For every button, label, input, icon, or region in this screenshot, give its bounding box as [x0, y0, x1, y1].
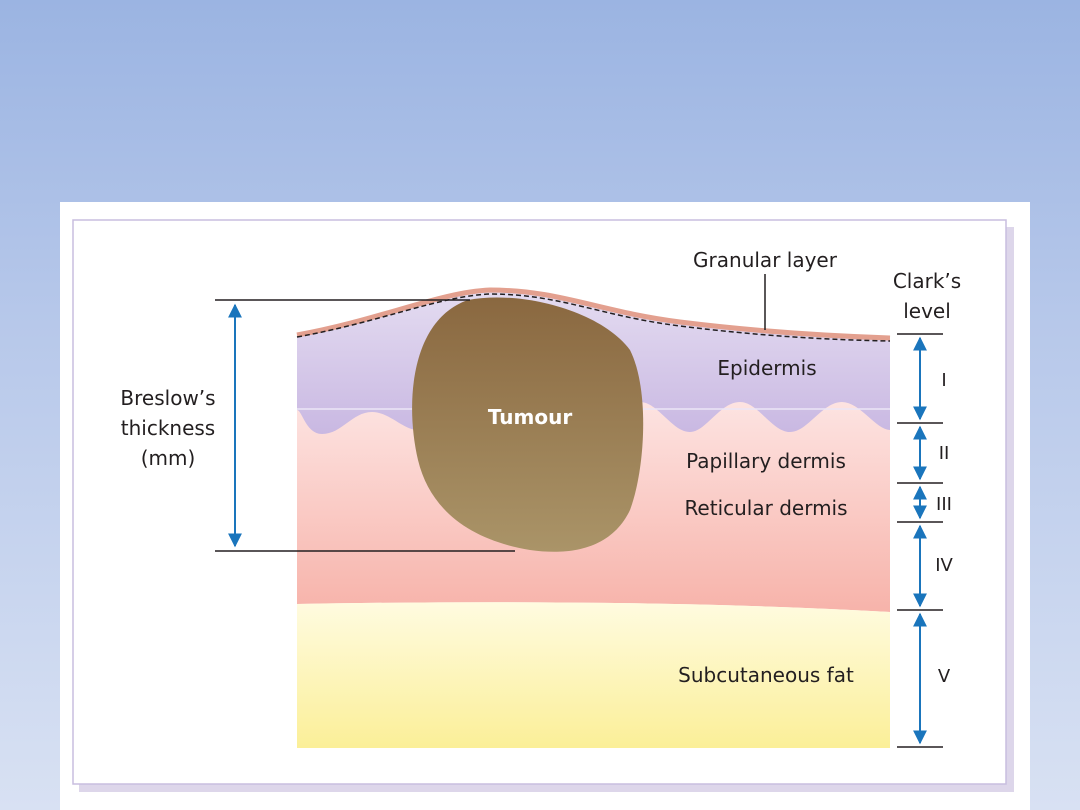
epidermis-label: Epidermis [717, 356, 816, 380]
clarks-level-label-1: Clark’s [893, 269, 961, 293]
clark-level-iii: III [936, 494, 952, 515]
granular-layer-dashed-line [296, 293, 891, 342]
clark-level-v: V [938, 666, 951, 687]
tumour-label: Tumour [488, 405, 573, 429]
breslow-label-1: Breslow’s [120, 386, 215, 410]
breslow-label-2: thickness [121, 416, 215, 440]
clark-breslow-diagram: Granular layer Clark’s level Epidermis T… [72, 219, 1014, 792]
clarks-level-label-2: level [903, 299, 951, 323]
clark-level-i: I [941, 370, 946, 391]
diagram-panel: Granular layer Clark’s level Epidermis T… [60, 202, 1030, 810]
clark-level-ii: II [939, 443, 950, 464]
reticular-dermis-label: Reticular dermis [684, 496, 847, 520]
breslow-label-3: (mm) [141, 446, 196, 470]
granular-layer-band [296, 287, 891, 341]
clark-scale [897, 333, 943, 748]
tumour-mass [412, 297, 644, 552]
subcutaneous-fat-layer [297, 602, 890, 748]
granular-layer-label: Granular layer [693, 248, 838, 272]
clark-level-iv: IV [935, 555, 953, 576]
subcutaneous-fat-label: Subcutaneous fat [678, 663, 854, 687]
papillary-dermis-label: Papillary dermis [686, 449, 846, 473]
